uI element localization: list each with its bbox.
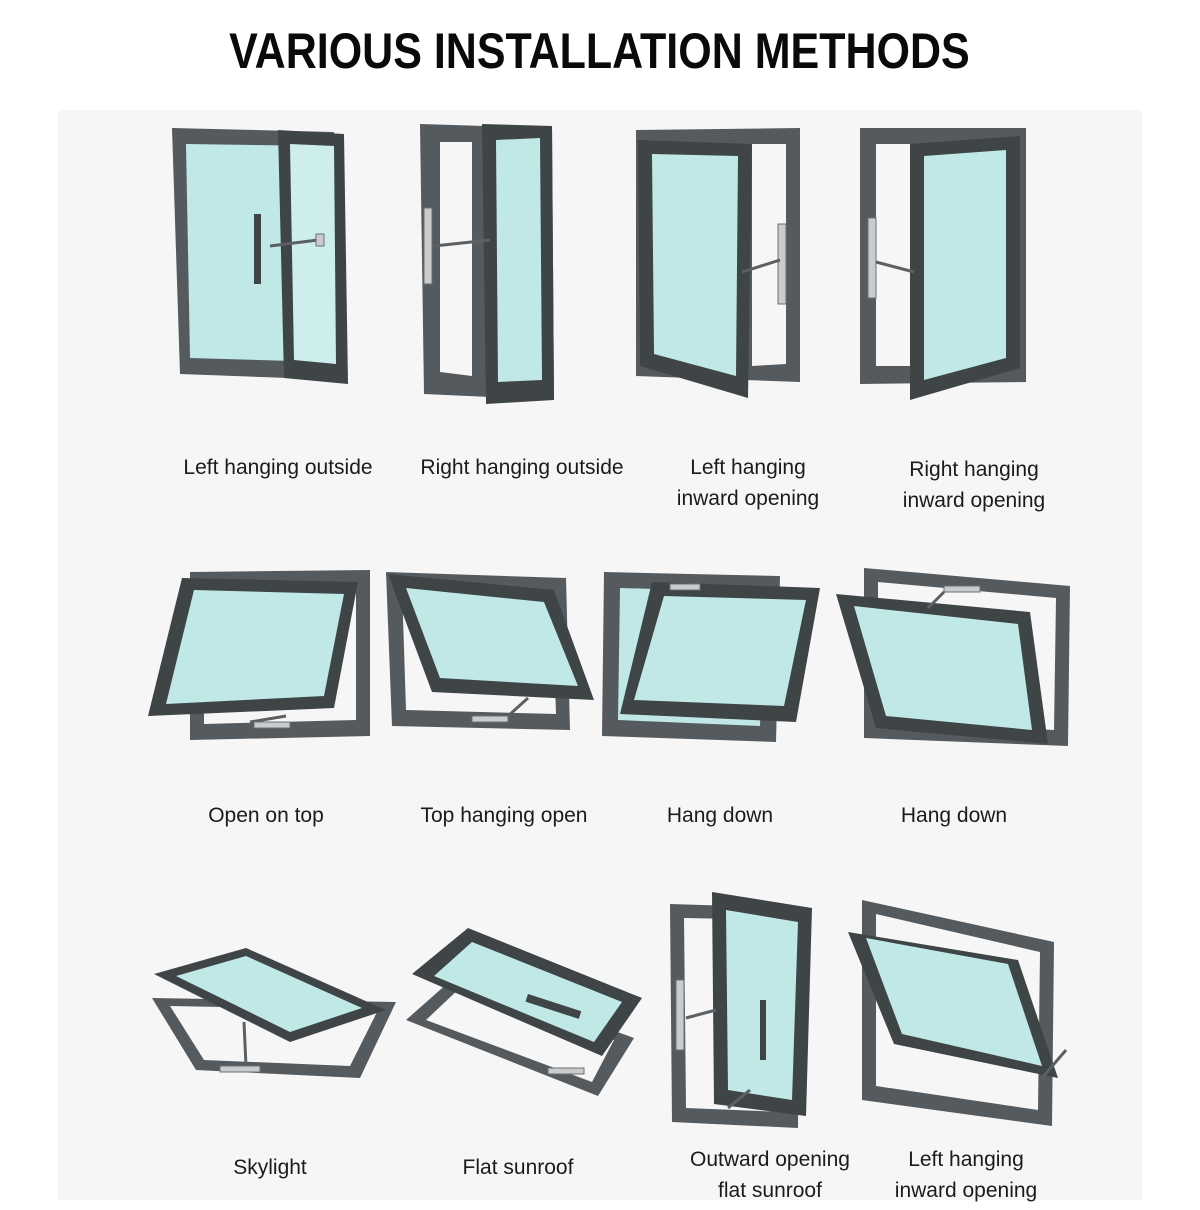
method-label: Right hanging outside — [382, 452, 662, 483]
method-label: Open on top — [126, 800, 406, 831]
left-hanging-inward-window-icon — [848, 900, 1068, 1126]
left-hanging-outside-window-icon — [172, 128, 348, 384]
method-label: Hang down — [814, 800, 1094, 831]
method-label-line: Left hanging — [908, 1148, 1024, 1171]
method-label-line: Flat sunroof — [462, 1156, 574, 1179]
method-card-skylight: Skylight — [150, 890, 396, 1210]
method-card-left-hanging-outside: Left hanging outside — [158, 122, 398, 479]
open-on-top-window-icon — [148, 570, 370, 740]
method-label: Outward opening flat sunroof — [630, 1144, 910, 1206]
right-hanging-inward-window-icon — [860, 128, 1026, 400]
hang-down-window-icon — [602, 572, 820, 742]
method-label-line: Top hanging open — [420, 804, 588, 827]
method-card-right-hanging-outside: Right hanging outside — [402, 122, 642, 479]
method-label-line: flat sunroof — [718, 1179, 822, 1202]
method-label-line: Right hanging outside — [420, 456, 624, 479]
page-title: VARIOUS INSTALLATION METHODS — [229, 23, 970, 79]
method-label-line: Skylight — [233, 1156, 307, 1179]
method-card-right-hanging-inward: Right hanging inward opening — [854, 122, 1094, 512]
method-label: Skylight — [130, 1152, 410, 1183]
method-label-line: Open on top — [208, 804, 324, 827]
method-label-line: Left hanging outside — [183, 456, 373, 479]
method-label-line: Right hanging — [909, 458, 1039, 481]
method-label-line: Hang down — [900, 804, 1008, 827]
outward-opening-flat-sunroof-window-icon — [670, 892, 812, 1128]
method-label-line: inward opening — [894, 1179, 1038, 1202]
method-label: Left hanging outside — [138, 452, 418, 483]
method-card-top-hanging-open: Top hanging open — [384, 566, 624, 886]
method-label-line: Outward opening — [690, 1148, 850, 1171]
method-card-left-hanging-inward: Left hanging inward opening — [628, 122, 868, 510]
method-label: Top hanging open — [364, 800, 644, 831]
method-label-line: Left hanging — [690, 456, 806, 479]
method-card-hang-down-2: Hang down — [834, 566, 1074, 886]
method-card-open-on-top: Open on top — [146, 566, 386, 886]
method-card-hang-down-1: Hang down — [600, 566, 840, 886]
right-hanging-outside-window-icon — [420, 124, 554, 404]
illustration-panel: Left hanging outside Right hanging outsi… — [58, 110, 1142, 1202]
method-label: Flat sunroof — [378, 1152, 658, 1183]
method-card-outward-opening-flat-sunroof: Outward opening flat sunroof — [650, 890, 890, 1210]
method-label: Left hanging inward opening — [608, 452, 888, 514]
method-label-line: inward opening — [676, 487, 820, 510]
hang-down-window-icon — [836, 568, 1070, 746]
method-label-line: Hang down — [666, 804, 774, 827]
flat-sunroof-window-icon — [406, 928, 642, 1096]
method-label: Hang down — [580, 800, 860, 831]
method-label: Left hanging inward opening — [826, 1144, 1106, 1206]
method-label: Right hanging inward opening — [834, 454, 1114, 516]
method-card-flat-sunroof: Flat sunroof — [398, 890, 642, 1210]
method-label-line: inward opening — [902, 489, 1046, 512]
left-hanging-inward-window-icon — [636, 128, 800, 398]
skylight-window-icon — [152, 948, 396, 1078]
method-card-left-hanging-inward-2: Left hanging inward opening — [846, 890, 1086, 1210]
top-hanging-open-window-icon — [386, 572, 594, 730]
